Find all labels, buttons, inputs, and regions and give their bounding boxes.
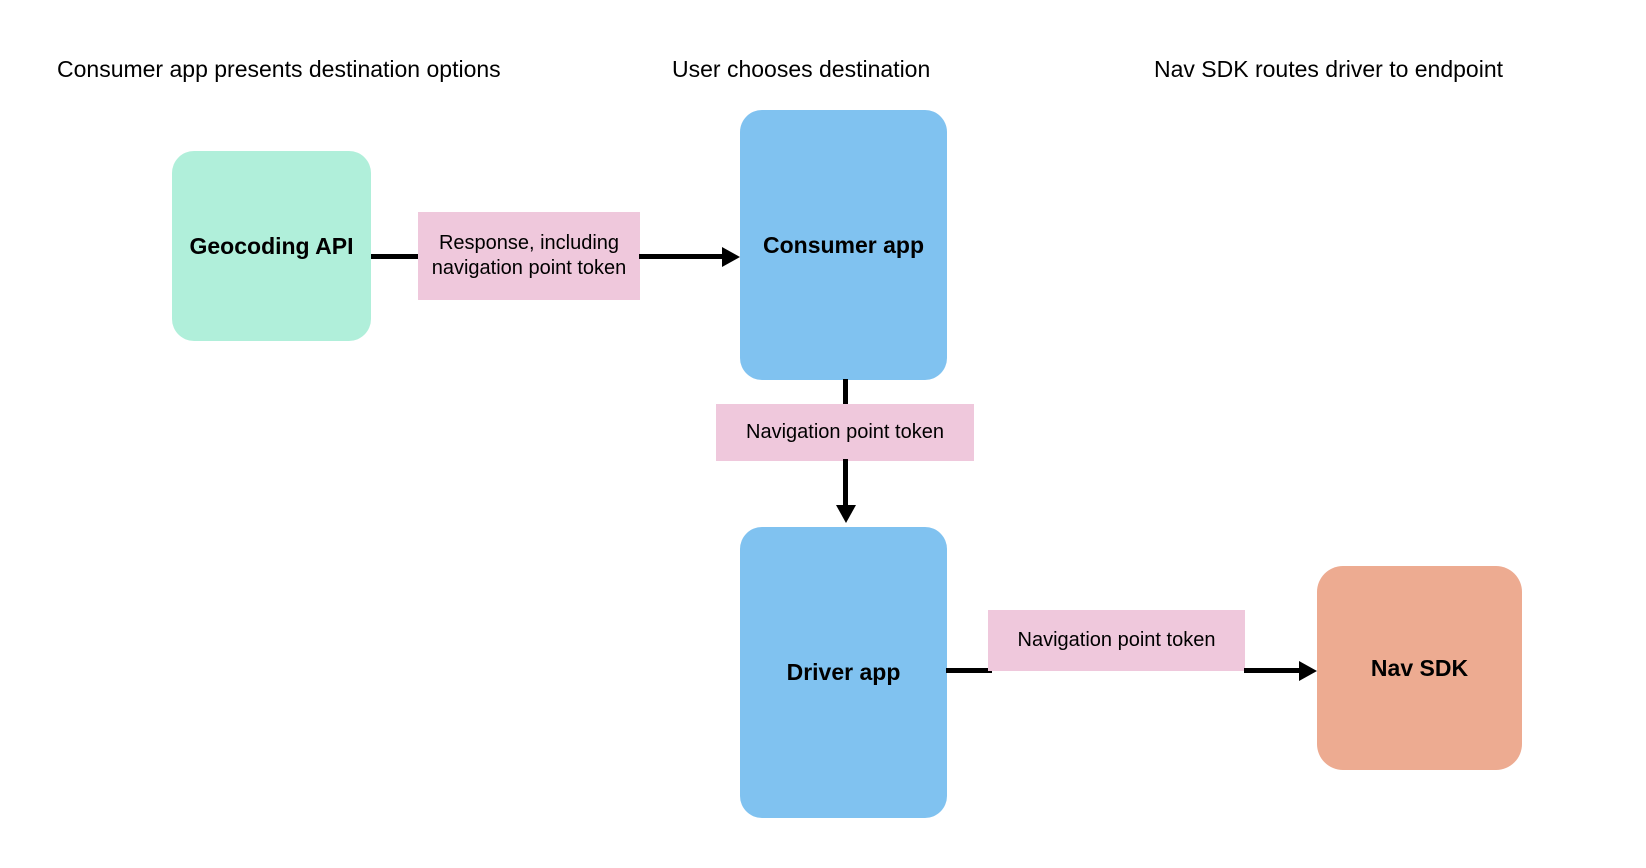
arrowhead-down-icon-consumer-to-driver (836, 505, 856, 523)
column-header-nav-routes: Nav SDK routes driver to endpoint (1154, 56, 1504, 82)
edge-label-response-including-navigation-point-token: Response, including navigation point tok… (418, 212, 640, 300)
arrowhead-right-icon-geocoding-to-consumer (722, 247, 740, 267)
node-consumer-app[interactable]: Consumer app (740, 110, 947, 380)
edge-label-navigation-point-token-right: Navigation point token (988, 610, 1245, 671)
node-nav-sdk-label: Nav SDK (1370, 654, 1469, 681)
node-consumer-app-label: Consumer app (762, 231, 925, 258)
edge-geocoding-to-consumer-line-right (639, 254, 725, 259)
edge-driver-to-navsdk-line-right (1244, 668, 1302, 673)
edge-driver-to-navsdk-line-left (946, 668, 992, 673)
edge-label-navigation-point-token-middle: Navigation point token (716, 404, 974, 461)
edge-geocoding-to-consumer-line-left (371, 254, 421, 259)
node-nav-sdk[interactable]: Nav SDK (1317, 566, 1522, 770)
column-header-user-chooses: User chooses destination (672, 56, 931, 82)
node-geocoding-api[interactable]: Geocoding API (172, 151, 371, 341)
arrowhead-right-icon-driver-to-navsdk (1299, 661, 1317, 681)
node-driver-app[interactable]: Driver app (740, 527, 947, 818)
node-geocoding-api-label: Geocoding API (189, 232, 354, 259)
column-header-consumer-options: Consumer app presents destination option… (57, 56, 501, 82)
edge-consumer-to-driver-line-top (843, 379, 848, 407)
node-driver-app-label: Driver app (786, 659, 901, 685)
edge-consumer-to-driver-line-bottom (843, 459, 848, 509)
